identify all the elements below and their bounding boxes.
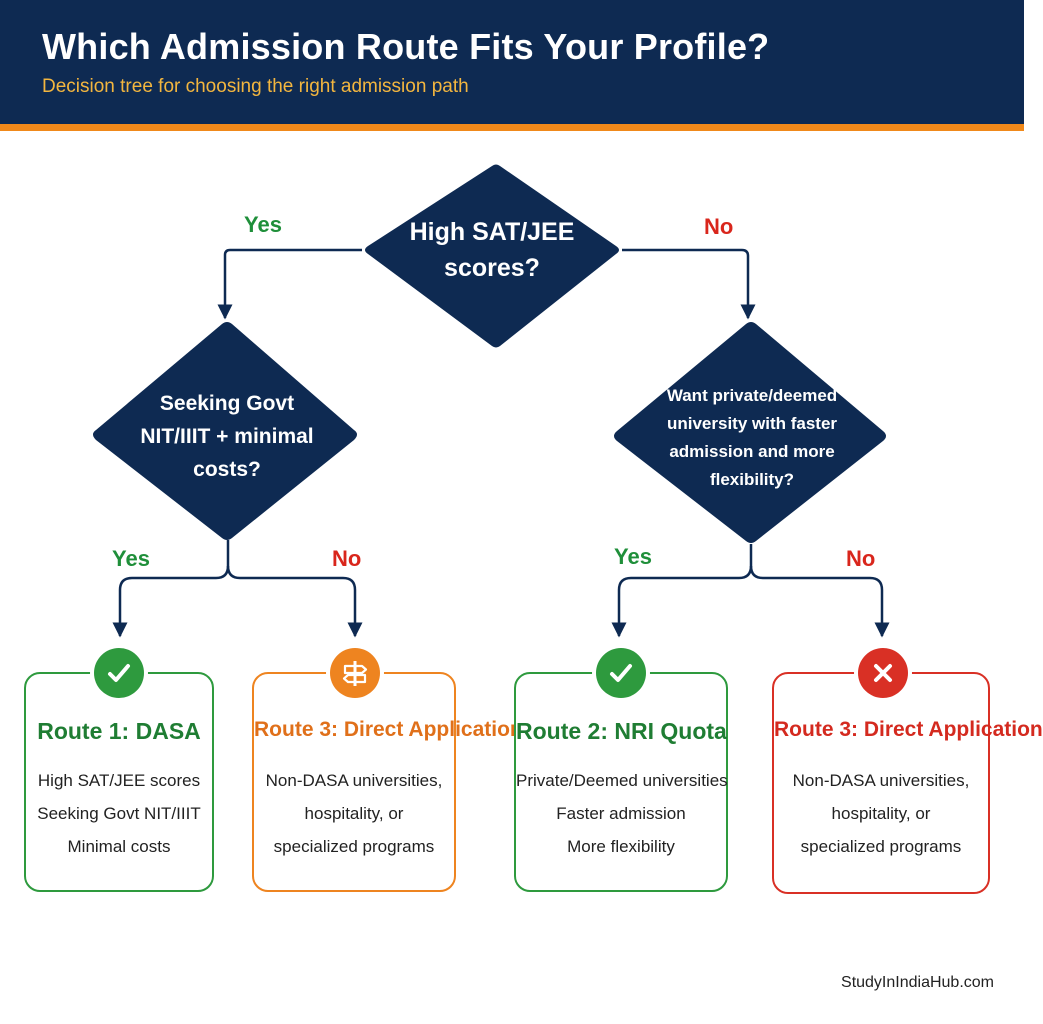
signpost-icon <box>330 648 380 698</box>
branch-label-q2-yes: Yes <box>112 546 150 571</box>
outcome-card-route1-dasa: Route 1: DASA High SAT/JEE scores Seekin… <box>24 672 214 892</box>
page-title: Which Admission Route Fits Your Profile? <box>42 26 770 67</box>
outcome-line: Non-DASA universities, <box>792 771 970 790</box>
cross-icon <box>858 648 908 698</box>
outcome-line: specialized programs <box>800 837 962 856</box>
connector-q3-no <box>749 565 890 638</box>
page-subtitle: Decision tree for choosing the right adm… <box>42 76 469 97</box>
connector-q1-yes <box>217 248 362 320</box>
outcome-line: Private/Deemed universities <box>516 771 728 790</box>
connector-q1-no <box>622 248 756 320</box>
outcome-title: Route 1: DASA <box>37 718 201 744</box>
outcome-line: Faster admission <box>556 804 686 823</box>
branch-label-q1-yes: Yes <box>244 212 282 237</box>
header-banner <box>0 0 1024 124</box>
outcome-title: Route 3: Direct Application <box>774 718 1043 741</box>
outcome-card-route3-direct-right: Route 3: Direct Application Non-DASA uni… <box>772 672 1043 894</box>
checkmark-icon <box>94 648 144 698</box>
decision-diamond-q2 <box>93 322 357 540</box>
decision-diamond-q3 <box>614 322 886 543</box>
branch-label-q2-no: No <box>332 546 362 571</box>
question-private-deemed: Want private/deemed university with fast… <box>666 386 838 489</box>
branch-label-q3-no: No <box>846 546 876 571</box>
branch-label-q3-yes: Yes <box>614 544 652 569</box>
outcome-line: High SAT/JEE scores <box>37 771 201 790</box>
brand-footer: StudyInIndiaHub.com <box>841 974 994 991</box>
outcome-card-route3-direct-left: Route 3: Direct Application Non-DASA uni… <box>252 672 523 892</box>
question-govt-minimal-costs: Seeking Govt NIT/IIIT + minimal costs? <box>140 391 314 481</box>
outcome-line: Non-DASA universities, <box>265 771 443 790</box>
header-accent-stripe <box>0 124 1024 131</box>
outcome-line: More flexibility <box>567 837 675 856</box>
outcome-title: Route 3: Direct Application <box>254 718 523 741</box>
outcome-line: Seeking Govt NIT/IIIT <box>37 804 201 823</box>
question-high-scores: High SAT/JEE scores? <box>409 218 575 282</box>
outcome-line: hospitality, or <box>304 804 404 823</box>
outcome-line: hospitality, or <box>831 804 931 823</box>
connector-q2-no <box>226 565 363 638</box>
decision-diamond-q1 <box>365 164 619 348</box>
outcome-line: Minimal costs <box>67 837 171 856</box>
outcome-line: specialized programs <box>273 837 435 856</box>
branch-label-q1-no: No <box>704 214 734 239</box>
outcome-card-route2-nri: Route 2: NRI Quota Private/Deemed univer… <box>514 672 728 892</box>
checkmark-icon <box>596 648 646 698</box>
outcome-title: Route 2: NRI Quota <box>516 718 727 744</box>
